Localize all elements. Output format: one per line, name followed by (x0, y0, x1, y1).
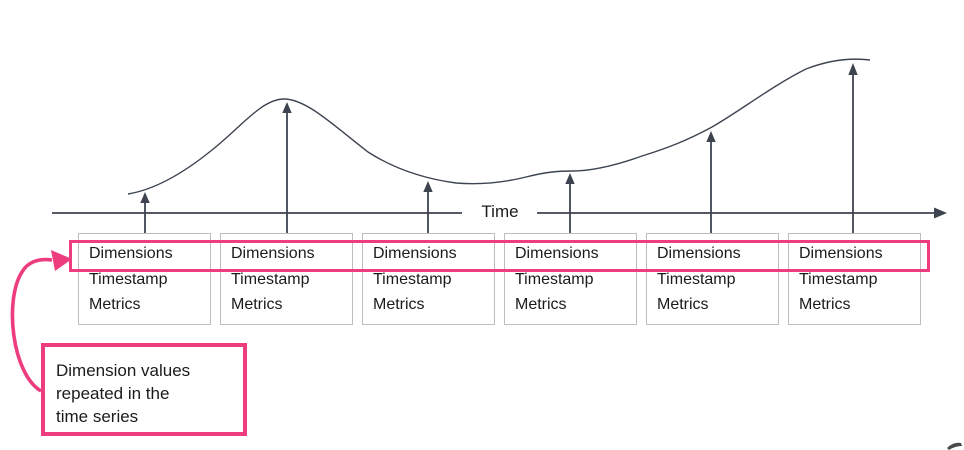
card-metrics-label: Metrics (515, 296, 567, 313)
data-point-arrow-3 (423, 181, 433, 233)
record-cards-row: Dimensions Timestamp Metrics Dimensions … (78, 233, 921, 325)
corner-artifact (947, 442, 962, 450)
data-point-arrow-1 (140, 192, 150, 233)
card-dimensions-label: Dimensions (89, 245, 173, 262)
callout-arrow (10, 250, 72, 393)
callout-note: Dimension values repeated in the time se… (41, 343, 247, 436)
dimensions-highlight-box (69, 240, 930, 272)
card-dimensions-label: Dimensions (515, 245, 599, 262)
record-card: Dimensions Timestamp Metrics (362, 233, 495, 325)
card-timestamp-label: Timestamp (657, 270, 736, 288)
callout-note-line: Dimension values (56, 361, 191, 380)
data-point-arrow-4 (565, 173, 575, 233)
callout-note-line: time series (56, 407, 139, 426)
card-dimensions-label: Dimensions (231, 245, 315, 262)
card-timestamp-label: Timestamp (799, 270, 878, 288)
record-card: Dimensions Timestamp Metrics (220, 233, 353, 325)
time-axis-arrowhead (934, 207, 947, 219)
card-timestamp-label: Timestamp (231, 270, 310, 288)
card-timestamp-label: Timestamp (89, 270, 168, 288)
data-point-arrow-6 (848, 63, 858, 233)
record-card: Dimensions Timestamp Metrics (646, 233, 779, 325)
data-point-arrow-5 (706, 131, 716, 233)
card-dimensions-label: Dimensions (799, 245, 883, 262)
card-metrics-label: Metrics (231, 296, 283, 313)
card-metrics-label: Metrics (89, 296, 141, 313)
card-metrics-label: Metrics (799, 296, 851, 313)
card-timestamp-label: Timestamp (373, 270, 452, 288)
record-card: Dimensions Timestamp Metrics (504, 233, 637, 325)
record-card: Dimensions Timestamp Metrics (788, 233, 921, 325)
time-series-curve (127, 58, 871, 195)
card-timestamp-label: Timestamp (515, 270, 594, 288)
record-card: Dimensions Timestamp Metrics (78, 233, 211, 325)
card-metrics-label: Metrics (373, 296, 425, 313)
callout-note-line: repeated in the (56, 384, 170, 403)
card-dimensions-label: Dimensions (373, 245, 457, 262)
time-axis-label: Time (481, 202, 519, 221)
card-dimensions-label: Dimensions (657, 245, 741, 262)
data-point-arrow-2 (282, 102, 292, 233)
card-metrics-label: Metrics (657, 296, 709, 313)
